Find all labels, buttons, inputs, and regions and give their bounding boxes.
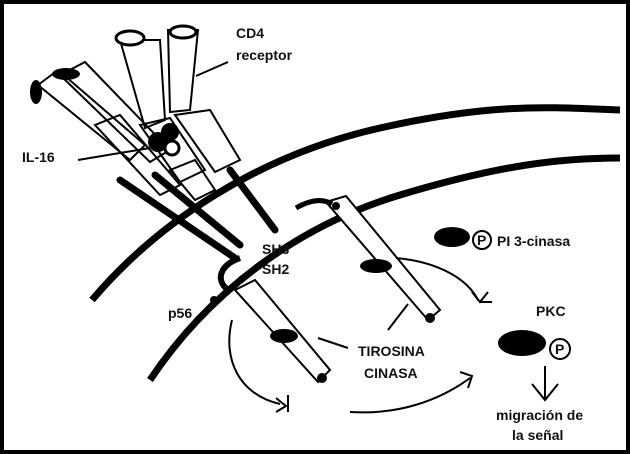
label-cinasa: CINASA xyxy=(364,365,418,381)
pkc-down-arrow xyxy=(532,366,558,400)
label-migracion: migración de xyxy=(496,407,583,423)
tyrosine-kinase-left xyxy=(235,280,330,383)
receptor-cap-4 xyxy=(30,80,42,104)
p56-dot xyxy=(210,296,218,304)
label-sh2: SH2 xyxy=(262,261,289,277)
receptor-cap-1 xyxy=(116,31,144,45)
label-p-pkc: P xyxy=(555,341,564,357)
label-senal: la señal xyxy=(512,427,563,443)
label-il16: IL-16 xyxy=(22,149,55,165)
il16-leader-line xyxy=(78,148,150,160)
il16-ligand xyxy=(148,123,179,155)
label-tirosina: TIROSINA xyxy=(358,343,425,359)
label-p56: p56 xyxy=(168,305,192,321)
cd4-receptor xyxy=(38,30,240,200)
label-p-pi3: P xyxy=(477,232,486,248)
tyrosine-kinase-right xyxy=(296,196,440,323)
label-receptor: receptor xyxy=(236,47,293,63)
receptor-cap-3 xyxy=(52,68,80,80)
label-cd4: CD4 xyxy=(236,25,264,41)
signal-arrows xyxy=(229,258,492,412)
label-pkc: PKC xyxy=(536,303,566,319)
cd4-leader-line xyxy=(196,62,228,76)
receptor-cap-2 xyxy=(170,26,196,38)
tirosina-leader-left xyxy=(318,338,348,348)
tirosina-leader-right xyxy=(388,304,408,330)
label-sh3: SH3 xyxy=(262,241,289,257)
label-pi3-cinasa: PI 3-cinasa xyxy=(497,233,570,249)
